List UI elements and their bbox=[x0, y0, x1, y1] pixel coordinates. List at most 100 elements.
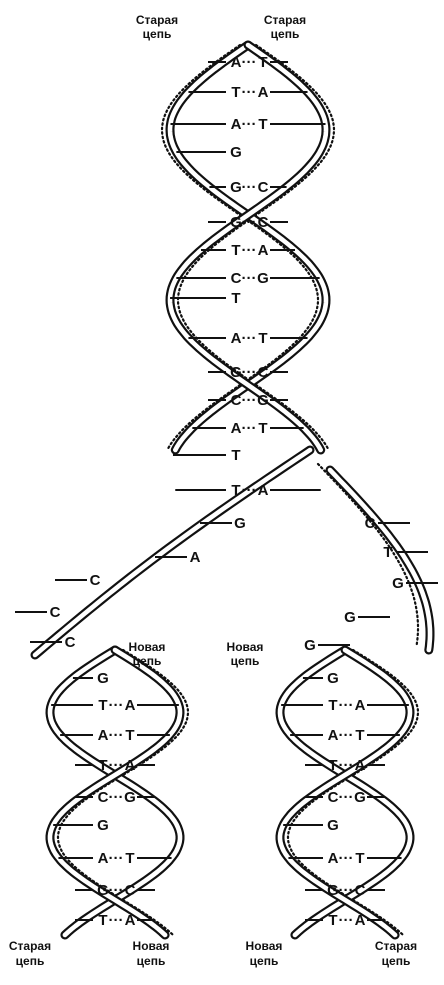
base-pair-top-13: T bbox=[173, 447, 241, 464]
label-top-right-line1: Старая bbox=[264, 13, 306, 27]
base-right: A bbox=[125, 757, 136, 774]
h-bond: ··· bbox=[339, 757, 354, 774]
h-bond: ··· bbox=[242, 270, 257, 287]
label-bottom-4-line2: цепь bbox=[382, 954, 411, 968]
base-label: G bbox=[392, 575, 404, 592]
base-fork-left-2: C bbox=[55, 572, 101, 589]
base-pair-top-14: T···A bbox=[175, 482, 320, 499]
base-left: T bbox=[328, 757, 337, 774]
label-new-left-line1: Новая bbox=[129, 640, 166, 654]
base-right: T bbox=[258, 420, 267, 437]
base-right: T bbox=[258, 330, 267, 347]
base-left: A bbox=[98, 727, 109, 744]
base-left: T bbox=[231, 290, 240, 307]
h-bond: ··· bbox=[242, 116, 257, 133]
base-pair-top-12: A···T bbox=[192, 420, 303, 437]
base-right: C bbox=[258, 214, 269, 231]
h-bond: ··· bbox=[109, 882, 124, 899]
base-pair-top-7: C···G bbox=[176, 270, 319, 287]
base-left: G bbox=[327, 670, 339, 687]
h-bond: ··· bbox=[339, 727, 354, 744]
base-right: C bbox=[125, 882, 136, 899]
base-right: A bbox=[355, 697, 366, 714]
label-top-left-line2: цепь bbox=[143, 27, 172, 41]
h-bond: ··· bbox=[339, 912, 354, 929]
base-left: G bbox=[97, 882, 109, 899]
base-right: A bbox=[258, 242, 269, 259]
base-left: T bbox=[328, 697, 337, 714]
label-bottom-2-line1: Новая bbox=[133, 939, 170, 953]
base-left: T bbox=[231, 242, 240, 259]
h-bond: ··· bbox=[109, 912, 124, 929]
h-bond: ··· bbox=[109, 727, 124, 744]
base-right: G bbox=[124, 789, 136, 806]
base-left: G bbox=[230, 364, 242, 381]
base-left: T bbox=[98, 912, 107, 929]
base-right: T bbox=[125, 850, 134, 867]
h-bond: ··· bbox=[242, 179, 257, 196]
base-left: A bbox=[231, 420, 242, 437]
base-right: A bbox=[355, 757, 366, 774]
base-left: G bbox=[327, 882, 339, 899]
h-bond: ··· bbox=[242, 392, 257, 409]
base-pair-lower-right-1: T···A bbox=[281, 697, 409, 714]
base-left: A bbox=[231, 54, 242, 71]
h-bond: ··· bbox=[109, 697, 124, 714]
base-label: C bbox=[365, 515, 376, 532]
base-label: G bbox=[304, 637, 316, 654]
base-right: A bbox=[355, 912, 366, 929]
base-right: T bbox=[125, 727, 134, 744]
base-left: C bbox=[231, 392, 242, 409]
h-bond: ··· bbox=[339, 882, 354, 899]
base-left: G bbox=[327, 817, 339, 834]
base-right: A bbox=[258, 482, 269, 499]
base-right: T bbox=[355, 850, 364, 867]
base-pair-top-5: G···C bbox=[208, 214, 288, 231]
label-top-left-line1: Старая bbox=[136, 13, 178, 27]
label-bottom-3-line2: цепь bbox=[250, 954, 279, 968]
base-pair-lower-left-1: T···A bbox=[51, 697, 179, 714]
base-right: C bbox=[258, 364, 269, 381]
base-pair-lower-right-6: A···T bbox=[288, 850, 401, 867]
h-bond: ··· bbox=[242, 84, 257, 101]
base-right: T bbox=[258, 116, 267, 133]
base-pair-lower-left-6: A···T bbox=[58, 850, 171, 867]
base-left: G bbox=[230, 179, 242, 196]
base-fork-left-3: C bbox=[15, 604, 61, 621]
base-pair-top-1: T···A bbox=[188, 84, 307, 101]
base-right: G bbox=[257, 392, 269, 409]
base-pair-lower-left-2: A···T bbox=[60, 727, 170, 744]
base-left: A bbox=[328, 727, 339, 744]
base-left: T bbox=[98, 757, 107, 774]
base-right: A bbox=[125, 912, 136, 929]
base-pair-lower-right-2: A···T bbox=[290, 727, 400, 744]
base-label: C bbox=[65, 634, 76, 651]
h-bond: ··· bbox=[109, 757, 124, 774]
h-bond: ··· bbox=[339, 697, 354, 714]
base-left: C bbox=[98, 789, 109, 806]
label-new-left-line2: цепь bbox=[133, 654, 162, 668]
base-pairs: A···TT···AA···TGG···CG···CT···AC···GTA··… bbox=[15, 54, 438, 929]
label-bottom-3-line1: Новая bbox=[246, 939, 283, 953]
base-left: T bbox=[231, 482, 240, 499]
base-fork-right-3: G bbox=[344, 609, 390, 626]
base-left: G bbox=[230, 214, 242, 231]
base-pair-top-9: A···T bbox=[188, 330, 307, 347]
base-left: T bbox=[98, 697, 107, 714]
h-bond: ··· bbox=[242, 364, 257, 381]
base-left: T bbox=[231, 447, 240, 464]
base-left: A bbox=[231, 116, 242, 133]
base-right: A bbox=[258, 84, 269, 101]
base-left: T bbox=[231, 84, 240, 101]
label-bottom-2-line2: цепь bbox=[137, 954, 166, 968]
base-left: G bbox=[97, 817, 109, 834]
label-bottom-4-line1: Старая bbox=[375, 939, 417, 953]
label-new-right-line2: цепь bbox=[231, 654, 260, 668]
label-top-right-line2: цепь bbox=[271, 27, 300, 41]
h-bond: ··· bbox=[242, 242, 257, 259]
base-left: A bbox=[98, 850, 109, 867]
h-bond: ··· bbox=[242, 54, 257, 71]
label-bottom-1-line1: Старая bbox=[9, 939, 51, 953]
label-bottom-1-line2: цепь bbox=[16, 954, 45, 968]
